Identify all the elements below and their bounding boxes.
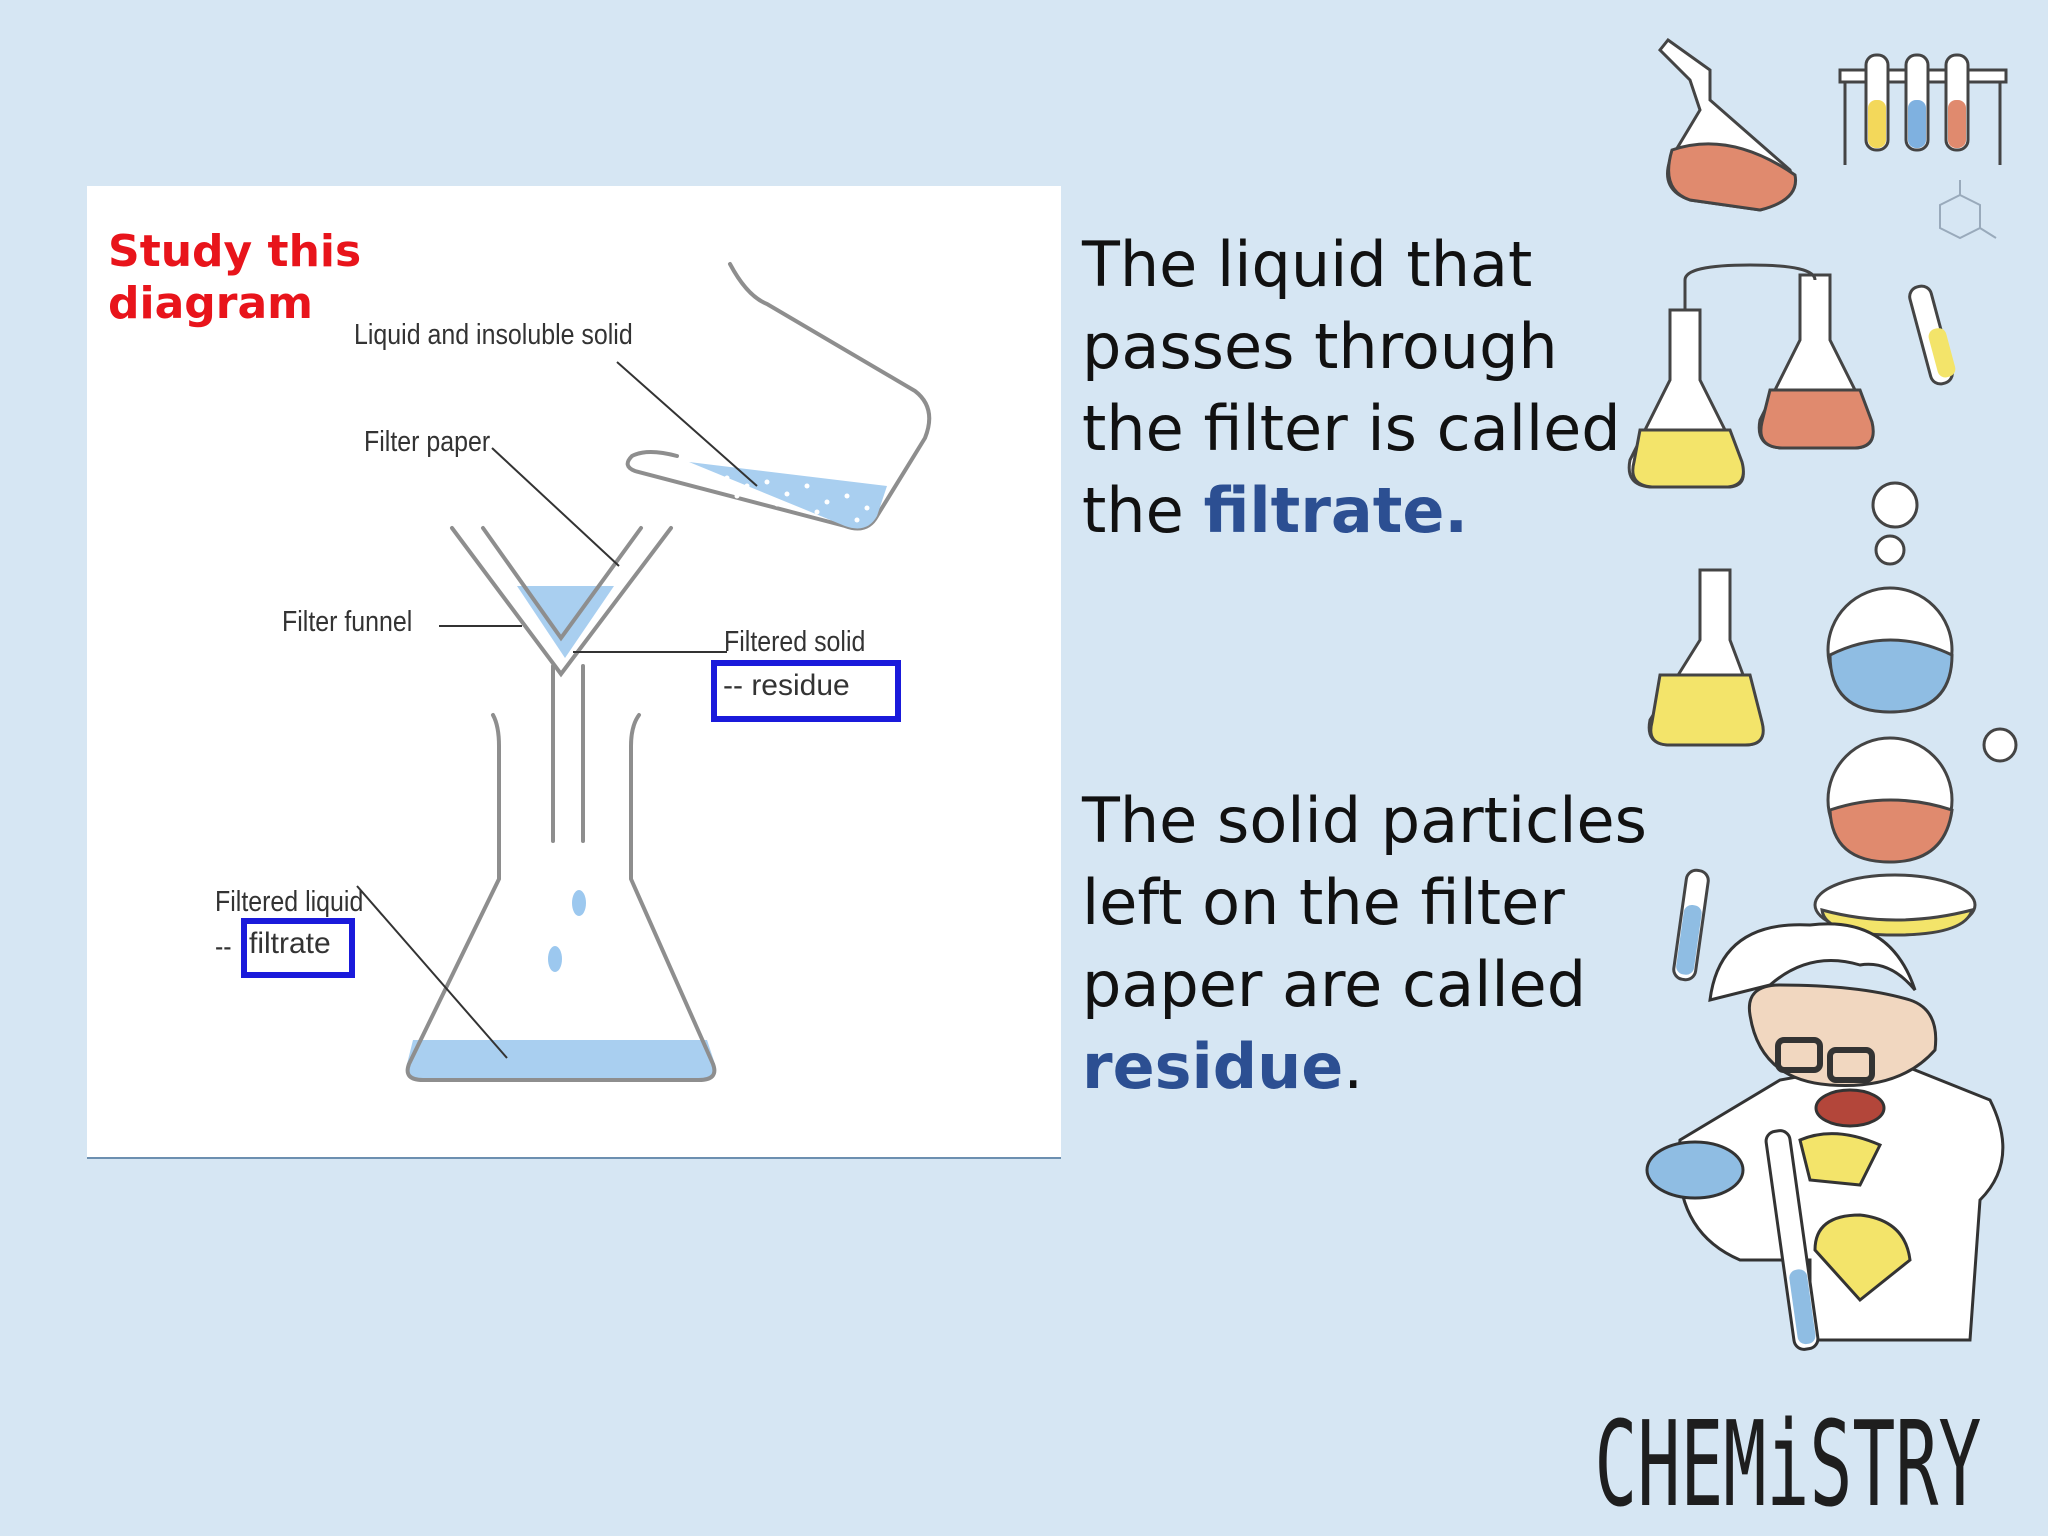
leader-lines — [356, 361, 758, 1059]
test-tube-icon — [1672, 868, 1710, 982]
paragraph-line: the filter is called — [1082, 392, 1621, 465]
droplet — [548, 946, 562, 972]
study-note-line: diagram — [108, 277, 314, 329]
droplet — [572, 890, 586, 916]
term-filtrate: filtrate. — [1203, 474, 1468, 547]
test-tube-icon — [1908, 284, 1956, 386]
connected-flasks-icon — [1627, 263, 1875, 489]
label-filter-paper: Filter paper — [364, 426, 491, 458]
diagram-panel: Study this diagram Liquid and insoluble … — [87, 186, 1061, 1159]
chemistry-illustrations: CHEMiSTRY — [1594, 37, 2018, 1533]
paragraph-line: residue. — [1082, 1026, 1647, 1108]
filter-funnel — [450, 526, 673, 843]
residue-paragraph: The solid particles left on the filter p… — [1082, 780, 1647, 1108]
flask-icon — [1657, 37, 1798, 212]
chemistry-logo: CHEMiSTRY — [1594, 1396, 1981, 1533]
paragraph-line: The liquid that — [1082, 228, 1533, 301]
filtrate-box: filtrate — [241, 918, 355, 978]
label-filtered-solid: Filtered solid — [724, 626, 866, 658]
paragraph-text: the — [1082, 474, 1204, 547]
label-filter-funnel: Filter funnel — [282, 606, 413, 638]
paragraph-line: left on the filter — [1082, 866, 1565, 939]
filtrate-paragraph: The liquid that passes through the filte… — [1082, 224, 1621, 552]
paragraph-line: The solid particles — [1082, 784, 1647, 857]
study-note-line: Study this — [108, 226, 362, 277]
residue-box: -- residue — [711, 660, 901, 722]
flask-icon — [1647, 568, 1765, 747]
paragraph-text: . — [1343, 1030, 1364, 1103]
label-filtrate-prefix: -- — [215, 931, 232, 963]
beaker-particles — [724, 475, 870, 523]
flask-liquid — [406, 1040, 716, 1080]
distillation-apparatus-icon — [1813, 481, 2018, 937]
paragraph-line: the filtrate. — [1082, 470, 1621, 552]
study-note: Study this diagram — [108, 226, 408, 330]
label-liquid-and-solid: Liquid and insoluble solid — [354, 319, 633, 351]
paragraph-line: paper are called — [1082, 948, 1587, 1021]
scientist-illustration — [1645, 922, 2005, 1351]
molecule-icon — [1939, 180, 1997, 240]
label-filtered-liquid: Filtered liquid — [215, 886, 364, 918]
test-tube-rack-icon — [1838, 53, 2008, 165]
term-residue: residue — [1082, 1030, 1344, 1103]
conical-flask — [405, 713, 717, 1082]
funnel-liquid — [517, 586, 614, 658]
filtration-diagram — [356, 262, 932, 1082]
paragraph-line: passes through — [1082, 310, 1558, 383]
